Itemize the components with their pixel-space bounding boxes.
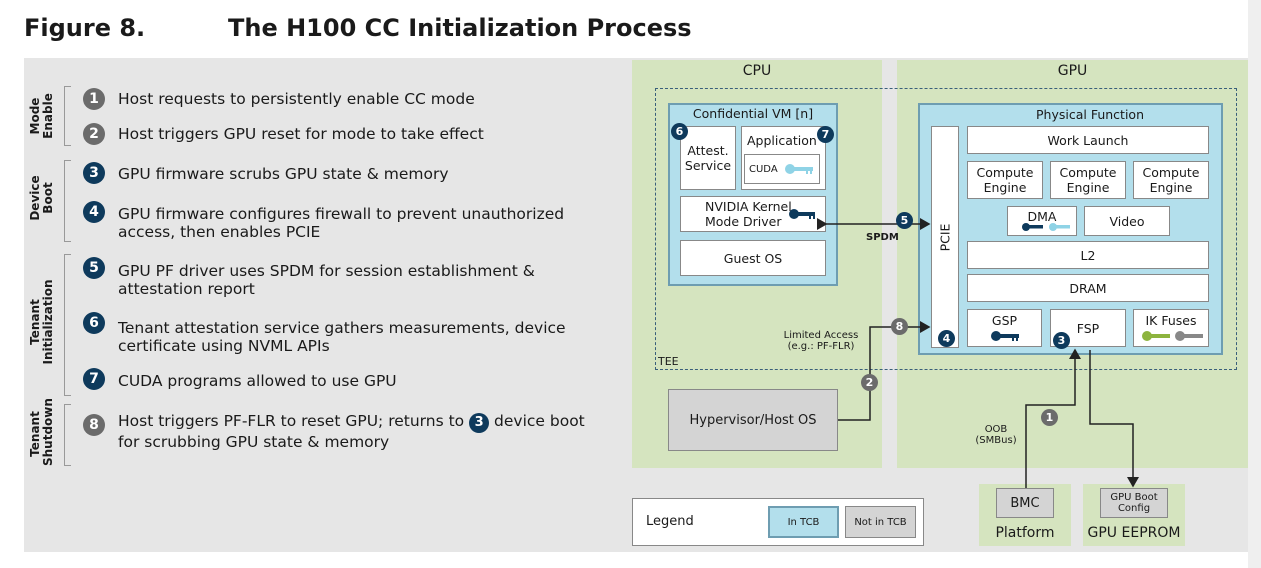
badge-4: 4: [938, 330, 955, 347]
step-text-6: Tenant attestation service gathers measu…: [118, 319, 566, 355]
step-text-7: CUDA programs allowed to use GPU: [118, 372, 397, 390]
gsp-box: GSP: [967, 309, 1042, 347]
ik-fuses-box: IK Fuses: [1133, 309, 1209, 347]
step-number-7: 7: [83, 368, 105, 390]
figure-caption: The H100 CC Initialization Process: [228, 14, 692, 42]
key-icon-gsp: [991, 331, 1019, 341]
work-launch: Work Launch: [967, 126, 1209, 154]
l2-cache: L2: [967, 241, 1209, 269]
badge-7: 7: [817, 126, 834, 143]
key-icon-driver: [789, 209, 815, 219]
limited-access-label: Limited Access(e.g.: PF-FLR): [783, 330, 859, 352]
step-number-3: 3: [83, 162, 105, 184]
bmc-box: BMC: [996, 488, 1054, 518]
key-icon-ik-green: [1142, 331, 1170, 341]
inline-step-number-3: 3: [469, 413, 490, 433]
key-icon-cuda: [785, 164, 813, 174]
step-number-8: 8: [83, 414, 105, 436]
key-icon-dma-dark: [1022, 223, 1043, 231]
phase-bracket-tenant-initialization: [64, 254, 71, 396]
hypervisor-host-os: Hypervisor/Host OS: [668, 389, 838, 451]
legend-in-tcb: In TCB: [768, 506, 839, 538]
badge-2: 2: [861, 374, 878, 391]
step-text-2: Host triggers GPU reset for mode to take…: [118, 125, 484, 143]
attestation-service: Attest.Service: [680, 126, 736, 190]
guest-os: Guest OS: [680, 240, 826, 276]
key-icon-ik-gray: [1175, 331, 1203, 341]
cpu-label: CPU: [742, 63, 772, 79]
badge-3: 3: [1053, 332, 1070, 349]
step-number-2: 2: [83, 123, 105, 145]
step-number-4: 4: [83, 201, 105, 223]
badge-8: 8: [891, 318, 908, 335]
step-number-5: 5: [83, 257, 105, 279]
oob-label: OOB(SMBus): [975, 424, 1017, 446]
gpu-eeprom-label: GPU EEPROM: [1087, 525, 1181, 541]
legend-title: Legend: [646, 514, 694, 529]
step-text-8: Host triggers PF-FLR to reset GPU; retur…: [118, 412, 585, 451]
phase-bracket-tenant-shutdown: [64, 404, 71, 466]
tee-label: TEE: [658, 355, 679, 368]
step-text-5: GPU PF driver uses SPDM for session esta…: [118, 262, 535, 298]
right-edge-strip: [1248, 0, 1261, 568]
step-number-6: 6: [83, 312, 105, 334]
tee-boundary: [655, 88, 1237, 370]
dma-box: DMA: [1007, 206, 1077, 236]
key-icon-dma-light: [1049, 223, 1070, 231]
dram: DRAM: [967, 274, 1209, 302]
legend-not-in-tcb: Not in TCB: [845, 506, 916, 538]
step-text-1: Host requests to persistently enable CC …: [118, 90, 475, 108]
phase-bracket-device-boot: [64, 160, 71, 242]
step-text-4: GPU firmware configures firewall to prev…: [118, 205, 565, 241]
physical-function-title: Physical Function: [1036, 107, 1144, 122]
phase-bracket-mode-enable: [64, 86, 71, 146]
step-number-1: 1: [83, 88, 105, 110]
badge-6: 6: [671, 123, 688, 140]
badge-1: 1: [1041, 409, 1058, 426]
badge-5: 5: [896, 212, 913, 229]
step-text-3: GPU firmware scrubs GPU state & memory: [118, 165, 449, 183]
platform-label: Platform: [995, 525, 1055, 541]
video-box: Video: [1084, 206, 1170, 236]
spdm-label: SPDM: [866, 232, 899, 243]
figure-number: Figure 8.: [24, 14, 146, 42]
pcie-bus: PCIE: [931, 126, 959, 348]
gpu-label: GPU: [1057, 63, 1088, 79]
confidential-vm-title: Confidential VM [n]: [692, 106, 814, 121]
